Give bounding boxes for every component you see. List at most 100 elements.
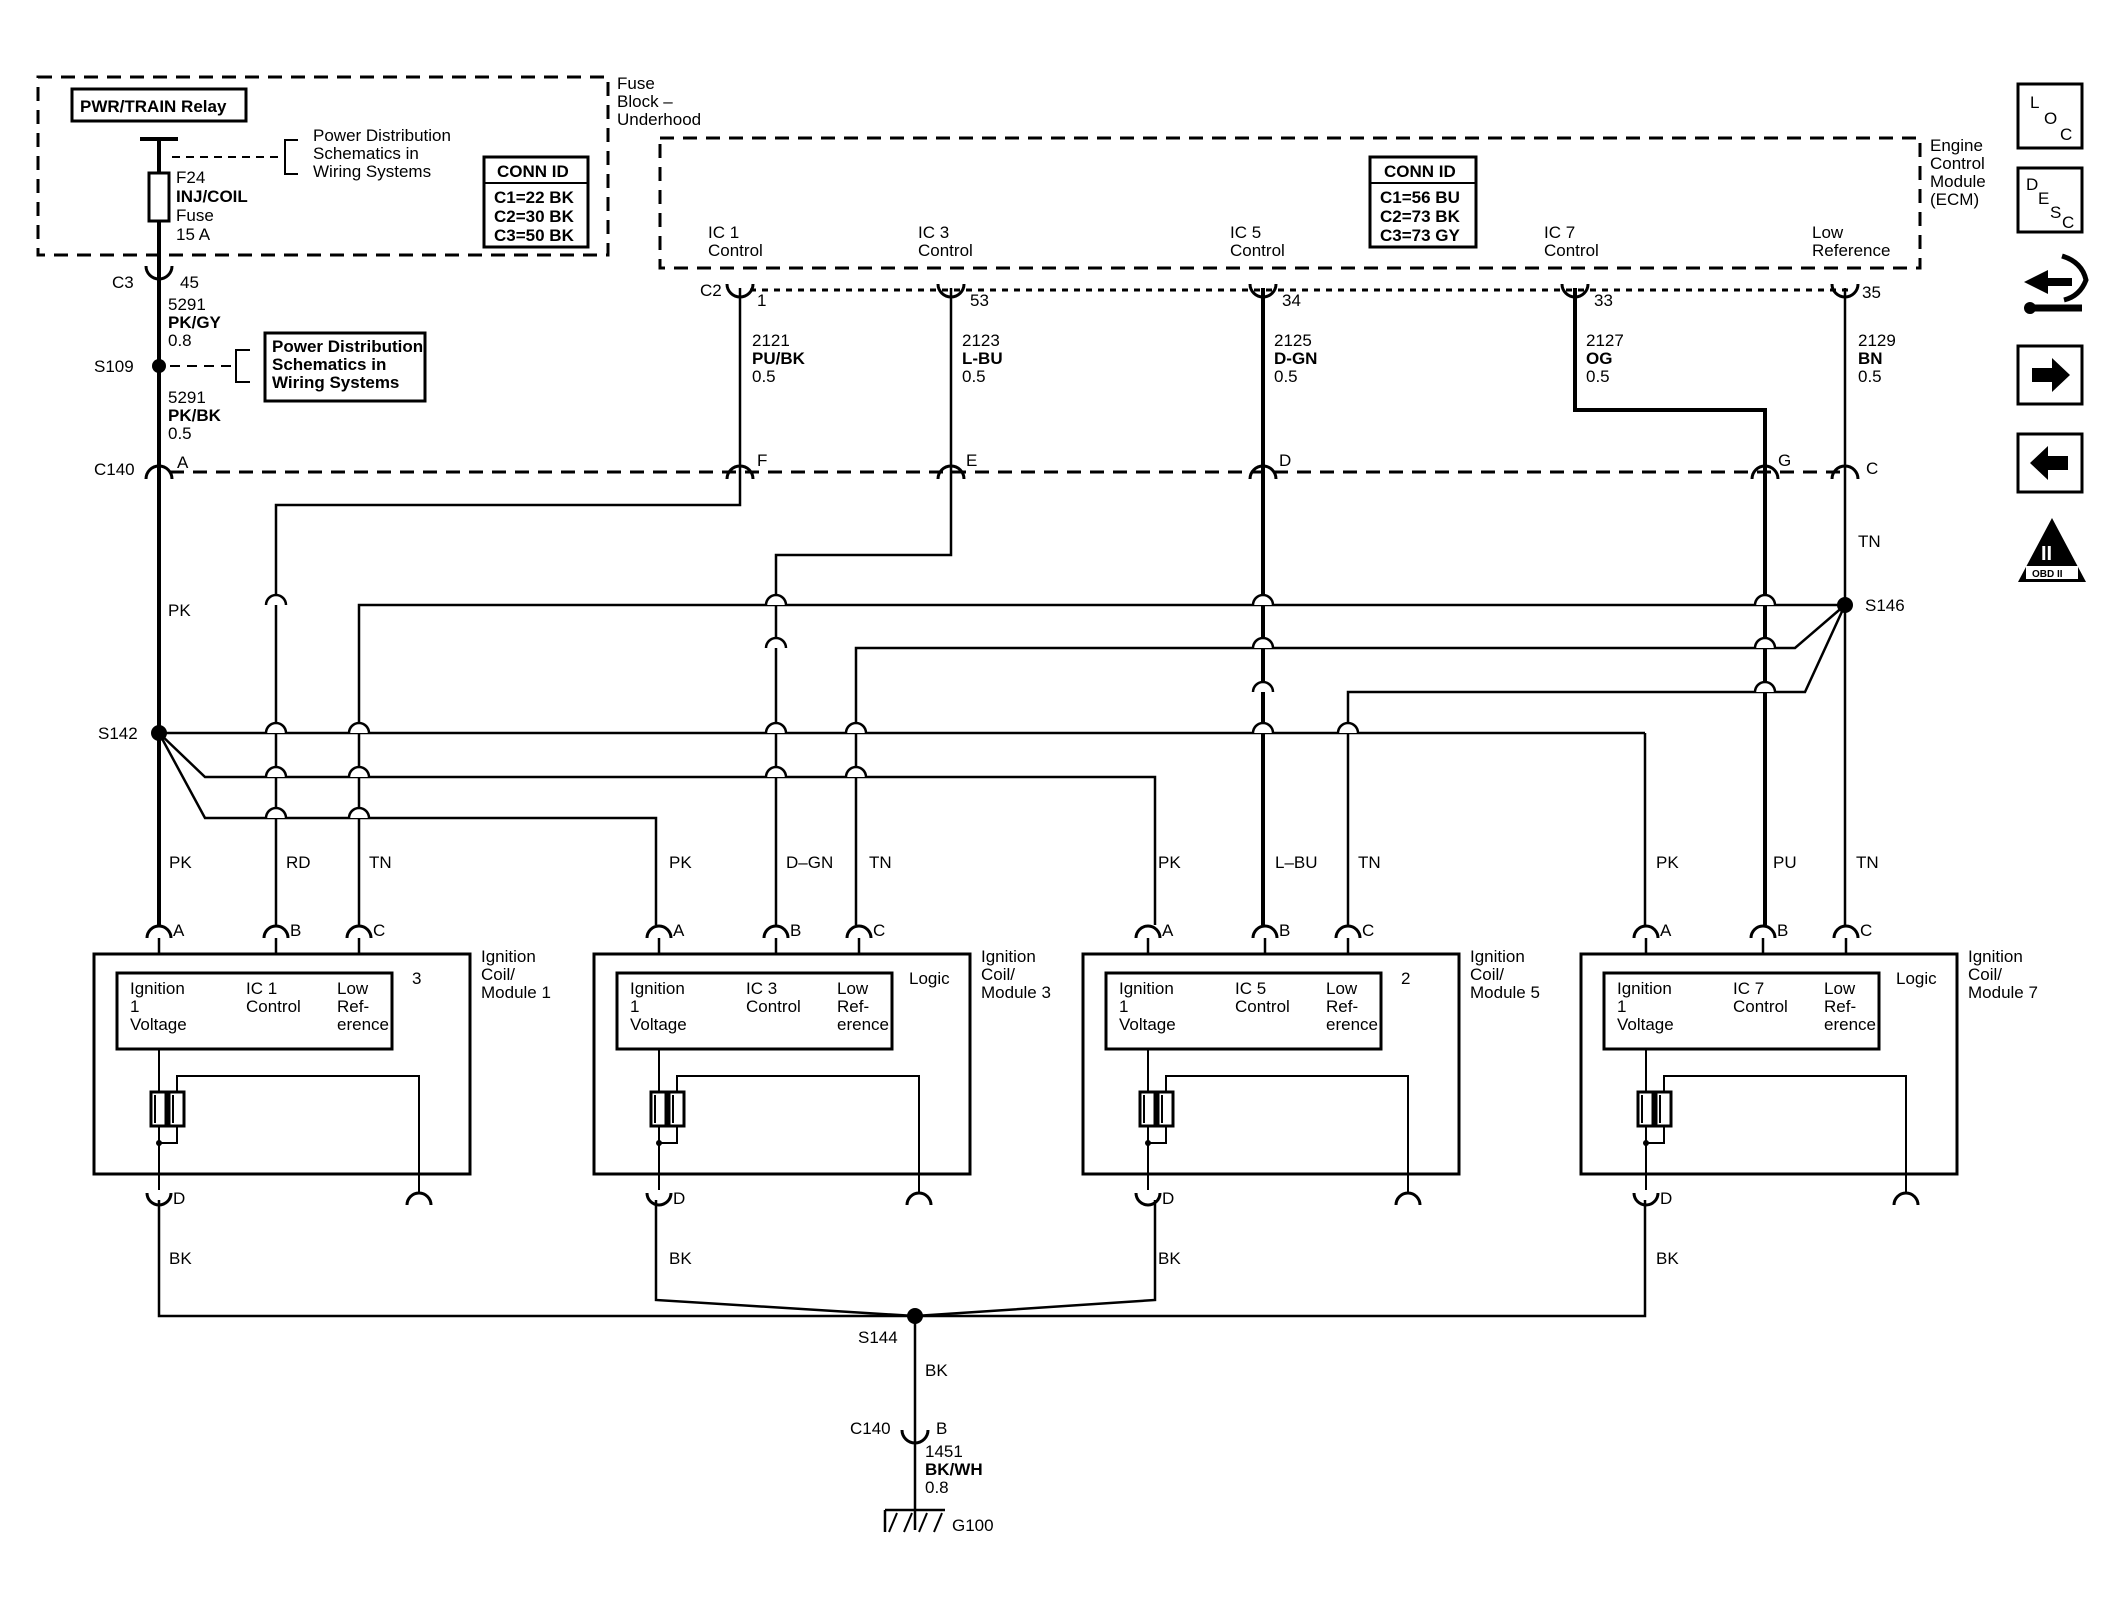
circuit-2125-number: 2125 — [1274, 331, 1312, 350]
ecm-conn-id-box — [1368, 155, 1478, 249]
forward-arrow-icon — [2032, 358, 2070, 392]
ecm-pin-1: 1 — [757, 291, 766, 310]
circuit-2123-gauge: 0.5 — [962, 367, 986, 386]
loc-letter-l: L — [2030, 93, 2039, 112]
circuit-2121-color: PU/BK — [752, 349, 806, 368]
ecm-title-2: Control — [1930, 154, 1985, 173]
coil-wire-tn-label: TN — [369, 853, 392, 872]
ecm-title-1: Engine — [1930, 136, 1983, 155]
fuse-block-underhood: Fuse Block – Underhood PWR/TRAIN Relay F… — [36, 74, 701, 272]
coil-wire-tn-label: TN — [869, 853, 892, 872]
circuit-2121-number: 2121 — [752, 331, 790, 350]
coil-inner-label: erence — [1824, 1015, 1876, 1034]
s109-ref-text-1: Power Distribution — [272, 337, 423, 356]
coil-pin-b: B — [1279, 921, 1290, 940]
coil-winding-icon — [1636, 1090, 1655, 1128]
fuse-label-4: 15 A — [176, 225, 211, 244]
coil-title: Ignition — [1968, 947, 2023, 966]
coil-inner-label: Ignition — [630, 979, 685, 998]
low-ref-tn-label: TN — [1858, 532, 1881, 551]
fuse-ref-text-2: Schematics in — [313, 144, 419, 163]
circuit-2129-gauge: 0.5 — [1858, 367, 1882, 386]
obd-ii-roman: II — [2041, 543, 2052, 565]
pwr-train-relay-label: PWR/TRAIN Relay — [80, 97, 227, 116]
fuse-conn-id-title: CONN ID — [497, 162, 569, 181]
obd-ii-button[interactable]: II OBD II — [2018, 518, 2086, 582]
wire-5291-color-lower: PK/BK — [168, 406, 222, 425]
fuse-f24-icon — [147, 171, 171, 223]
c140-pin-c: C — [1866, 459, 1878, 478]
s109-ref-text-2: Schematics in — [272, 355, 386, 374]
s146-label: S146 — [1865, 596, 1905, 615]
coil-inner-label: Voltage — [130, 1015, 187, 1034]
system-flow-icon[interactable] — [2024, 253, 2089, 314]
coil-title: Module 3 — [981, 983, 1051, 1002]
coil-logic-box — [115, 971, 394, 1051]
circuit-2129-color: BN — [1858, 349, 1883, 368]
coil-title: Ignition — [481, 947, 536, 966]
coil-wire-control-label: RD — [286, 853, 311, 872]
location-button[interactable]: L O C — [2016, 82, 2084, 150]
fuse-conn-id-box — [482, 155, 590, 249]
coil-pin-b: B — [290, 921, 301, 940]
back-arrow-icon — [2030, 446, 2068, 480]
coil-winding-icon — [149, 1090, 168, 1128]
ecm-pin-35-label-1: Low — [1812, 223, 1844, 242]
coil-winding-icon — [1156, 1090, 1175, 1128]
s109-label: S109 — [94, 357, 134, 376]
coil-pin-d: D — [1660, 1189, 1672, 1208]
ground-bk-label: BK — [925, 1361, 948, 1380]
desc-letter-e: E — [2038, 189, 2049, 208]
s144-label: S144 — [858, 1328, 898, 1347]
coil-wire-control-label: PU — [1773, 853, 1797, 872]
ecm-pin-53-label-2: Control — [918, 241, 973, 260]
pwr-train-relay-box — [70, 87, 248, 123]
c3-label: C3 — [112, 273, 134, 292]
ground-c140-pin-b: B — [936, 1419, 947, 1438]
ecm-pin-33: 33 — [1594, 291, 1613, 310]
coil-winding-icon — [649, 1090, 668, 1128]
coil-inner-label: 1 — [130, 997, 139, 1016]
coil-inner-label: 1 — [1119, 997, 1128, 1016]
coil-inner-label: Low — [337, 979, 369, 998]
coil-inner-label: Control — [246, 997, 301, 1016]
coil-inner-label: Ref- — [837, 997, 869, 1016]
coil-inner-label: 1 — [630, 997, 639, 1016]
fuse-label-1: F24 — [176, 168, 205, 187]
c140-label: C140 — [94, 460, 135, 479]
coil-pin-c: C — [1362, 921, 1374, 940]
coil-inner-label: erence — [837, 1015, 889, 1034]
ecm-conn-id-row-2: C2=73 BK — [1380, 207, 1461, 226]
coil-inner-label: Ignition — [130, 979, 185, 998]
fuse-block-title-2: Block – — [617, 92, 673, 111]
coil-tag: 3 — [412, 969, 421, 988]
c140-pin-a: A — [177, 453, 189, 472]
coil-winding-icon — [1654, 1090, 1673, 1128]
coil-wire-bk-label: BK — [669, 1249, 692, 1268]
coil-inner-label: Voltage — [630, 1015, 687, 1034]
circuit-2123-color: L-BU — [962, 349, 1003, 368]
coil-logic-box — [615, 971, 894, 1051]
s144-splice-dot — [907, 1308, 923, 1324]
circuit-2129-number: 2129 — [1858, 331, 1896, 350]
coil-wire-pk-label: PK — [1158, 853, 1181, 872]
coil-inner-label: Voltage — [1119, 1015, 1176, 1034]
fuse-conn-id-row-2: C2=30 BK — [494, 207, 575, 226]
ecm-pin-53: 53 — [970, 291, 989, 310]
circuit-2127-color: OG — [1586, 349, 1612, 368]
ecm-conn-id-row-1: C1=56 BU — [1380, 188, 1460, 207]
coil-inner-label: Low — [837, 979, 869, 998]
desc-letter-s: S — [2050, 203, 2061, 222]
coil-wire-bk-label: BK — [169, 1249, 192, 1268]
back-arrow-button[interactable] — [2016, 432, 2084, 494]
c140-pin-g: G — [1778, 451, 1791, 470]
forward-arrow-button[interactable] — [2016, 344, 2084, 406]
coil-inner-label: erence — [337, 1015, 389, 1034]
description-button[interactable]: D E S C — [2016, 166, 2084, 234]
ecm-title-4: (ECM) — [1930, 190, 1979, 209]
coil-inner-label: Ignition — [1617, 979, 1672, 998]
coil-inner-label: 1 — [1617, 997, 1626, 1016]
coil-inner-label: IC 1 — [246, 979, 277, 998]
